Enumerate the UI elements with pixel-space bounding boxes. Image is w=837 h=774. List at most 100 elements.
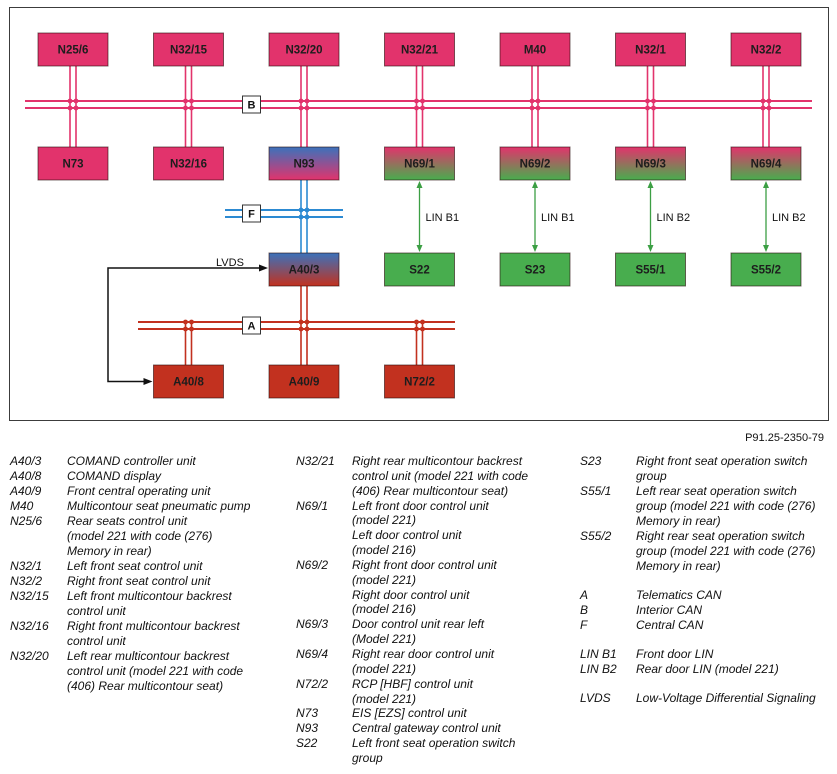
- interior-can-junction: [420, 105, 425, 111]
- module-n32-15-shape: [153, 32, 224, 67]
- legend-description-line: (model 221 with code (276): [67, 529, 213, 543]
- legend-description: Left front door control unit(model 221)L…: [352, 499, 489, 558]
- telematics-can-junction: [189, 319, 194, 325]
- legend-description-line: Rear door LIN (model 221): [636, 662, 779, 676]
- legend-entry: B Interior CAN: [580, 603, 816, 618]
- legend-description-line: Left front seat operation switch: [352, 736, 516, 751]
- legend-code: N69/4: [296, 646, 329, 661]
- legend-code: LVDS: [580, 691, 611, 705]
- module-a40-8-shape: [153, 364, 224, 399]
- legend-code: S55/1: [580, 484, 612, 498]
- legend-description: Rear door LIN (model 221): [636, 662, 779, 677]
- module-a40-3: A40/3: [268, 252, 340, 287]
- legend-code: B: [580, 603, 589, 617]
- module-m40-label: M40: [524, 45, 546, 57]
- central-can-junction: [304, 207, 310, 213]
- interior-can-junction: [298, 105, 304, 111]
- module-n69-2: N69/2: [499, 146, 571, 181]
- lin-arrowhead-up: [763, 181, 769, 188]
- legend-code: N32/15: [10, 589, 49, 603]
- legend-description: EIS [EZS] control unit: [352, 706, 467, 721]
- interior-can-junction: [189, 105, 194, 111]
- module-s55-1-label: S55/1: [635, 265, 666, 277]
- lin-link: LIN B2: [763, 181, 806, 252]
- module-n69-2-shape: [499, 146, 571, 181]
- legend-description-line: Right front door control unit: [352, 557, 497, 572]
- interior-can-junction: [73, 98, 79, 104]
- legend-description-line: Right door control unit: [352, 587, 470, 602]
- legend-description-line: COMAND controller unit: [67, 454, 196, 468]
- module-n69-4-label: N69/4: [751, 159, 782, 171]
- lin-arrowhead-up: [416, 181, 423, 188]
- legend-description: Telematics CAN: [636, 588, 722, 603]
- telematics-can-tag: A: [242, 316, 261, 335]
- module-s23-label: S23: [525, 265, 545, 277]
- legend-description-line: Left rear multicontour backrest: [67, 649, 230, 663]
- legend-description: Front central operating unit: [67, 484, 210, 499]
- module-n32-20-shape: [268, 32, 340, 67]
- module-n32-1-label: N32/1: [635, 45, 666, 57]
- legend-group: LVDS Low-Voltage Differential Signaling: [580, 691, 816, 706]
- module-n32-21-shape: [384, 32, 455, 67]
- legend-description-line: group: [352, 750, 383, 765]
- telematics-can-junction: [304, 319, 310, 325]
- telematics-can-junction: [298, 326, 304, 332]
- telematics-can-junction: [298, 319, 304, 325]
- legend-code: N25/6: [10, 514, 43, 528]
- module-n69-3-label: N69/3: [635, 159, 666, 171]
- lin-label: LIN B1: [541, 212, 575, 224]
- legend-description: Interior CAN: [636, 603, 702, 618]
- central-can-junction: [304, 214, 310, 220]
- telematics-can-stub: [300, 286, 308, 365]
- module-n73: N73: [37, 146, 109, 181]
- legend-description-line: Right rear door control unit: [352, 646, 495, 661]
- lin-arrowhead-down: [416, 245, 423, 252]
- junction-layer: [67, 98, 772, 332]
- legend-description-line: group: [636, 469, 667, 483]
- legend-description-line: Left front door control unit: [352, 498, 489, 513]
- module-n69-4: N69/4: [730, 146, 802, 181]
- legend-description: Central gateway control unit: [352, 721, 501, 736]
- legend-description-line: Memory in rear): [67, 544, 152, 558]
- legend-description: Low-Voltage Differential Signaling: [636, 691, 816, 706]
- lin-link: LIN B1: [532, 181, 575, 252]
- legend-description: Left front seat control unit: [67, 559, 202, 574]
- interior-can-junction: [304, 105, 310, 111]
- interior-can-junction: [67, 98, 73, 104]
- legend-description: COMAND display: [67, 469, 161, 484]
- interior-can-junction: [645, 105, 650, 111]
- legend-description-line: Left door control unit: [352, 528, 462, 543]
- module-n72-2: N72/2: [384, 364, 455, 399]
- central-can-tag: F: [242, 204, 261, 223]
- module-n69-2-label: N69/2: [520, 159, 551, 171]
- legend-description-line: (406) Rear multicontour seat): [352, 483, 509, 498]
- legend-description-line: Right front multicontour backrest: [67, 619, 240, 633]
- interior-can-junction: [535, 98, 541, 104]
- module-n32-1: N32/1: [615, 32, 686, 67]
- interior-can-tag-box: [242, 95, 261, 114]
- module-n32-20-label: N32/20: [285, 45, 322, 57]
- module-n25-6: N25/6: [37, 32, 109, 67]
- central-can-junction: [298, 214, 304, 220]
- legend-code: LIN B2: [580, 662, 617, 676]
- interior-can-junction: [420, 98, 425, 104]
- lin-arrowhead-up: [532, 181, 538, 188]
- module-n72-2-shape: [384, 364, 455, 399]
- module-s55-1-shape: [615, 252, 686, 287]
- lvds-wire: [107, 267, 262, 383]
